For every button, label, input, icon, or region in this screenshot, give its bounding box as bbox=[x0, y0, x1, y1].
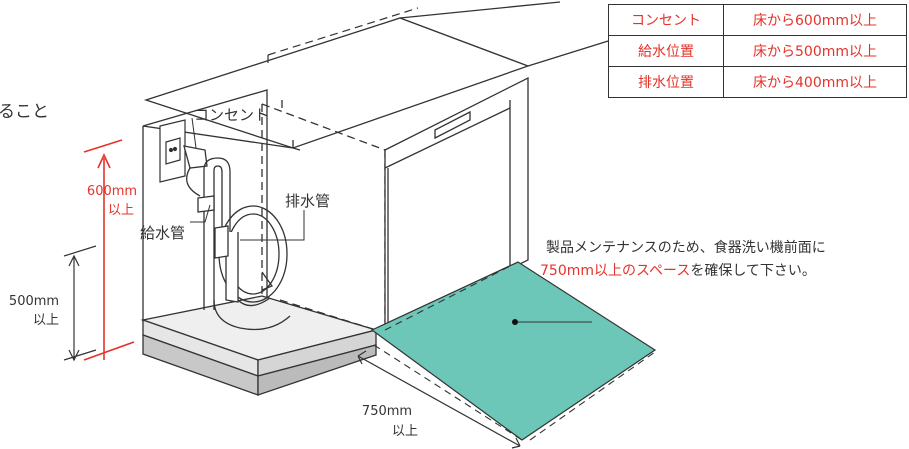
dim-600-value: 600mm bbox=[87, 184, 137, 199]
dim-750-value: 750mm bbox=[362, 404, 412, 419]
countertop-outline-dashed bbox=[267, 7, 419, 68]
maintenance-note-line2: 750mm以上のスペースを確保して下さい。 bbox=[540, 263, 816, 279]
page-fragment-text: ること bbox=[0, 102, 49, 122]
countertop bbox=[143, 1, 651, 151]
leader-lines bbox=[190, 117, 592, 323]
outlet-label: コンセント bbox=[194, 106, 269, 124]
maintenance-note-line1: 製品メンテナンスのため、食器洗い機前面に bbox=[546, 239, 826, 256]
dim-500-value: 500mm bbox=[9, 294, 59, 309]
floor-space-marker-dot bbox=[512, 319, 518, 325]
spec-item: 給水位置 bbox=[608, 35, 724, 67]
dim-500-line bbox=[63, 245, 97, 362]
dishwasher bbox=[384, 76, 529, 332]
spec-requirement: 床から500mm以上 bbox=[723, 35, 907, 67]
maintenance-note-highlight: 750mm以上のスペース bbox=[540, 263, 690, 279]
spec-requirement: 床から400mm以上 bbox=[723, 66, 907, 98]
table-row: 給水位置 床から500mm以上 bbox=[608, 35, 907, 67]
table-row: 排水位置 床から400mm以上 bbox=[608, 66, 907, 98]
floor-dashed-lines bbox=[373, 261, 656, 441]
outlet-box bbox=[159, 119, 186, 183]
spec-item: コンセント bbox=[608, 4, 724, 36]
maintenance-floor-space bbox=[370, 261, 657, 441]
dim-750-suffix: 以上 bbox=[392, 424, 418, 439]
drain-pipe-label: 排水管 bbox=[285, 192, 330, 210]
maintenance-note-rest: を確保して下さい。 bbox=[690, 263, 816, 279]
spec-requirement: 床から600mm以上 bbox=[723, 4, 907, 36]
water-pipe-label: 給水管 bbox=[140, 224, 185, 242]
table-row: コンセント 床から600mm以上 bbox=[608, 4, 907, 36]
dim-600-line bbox=[83, 139, 135, 361]
spec-item: 排水位置 bbox=[608, 66, 724, 98]
dim-750-line bbox=[357, 350, 521, 449]
pipes bbox=[183, 145, 291, 331]
dim-500-suffix: 以上 bbox=[33, 313, 59, 328]
dim-600-suffix: 以上 bbox=[108, 203, 134, 218]
cabinet-base bbox=[140, 295, 379, 396]
height-spec-table: コンセント 床から600mm以上 給水位置 床から500mm以上 排水位置 床か… bbox=[608, 4, 907, 98]
